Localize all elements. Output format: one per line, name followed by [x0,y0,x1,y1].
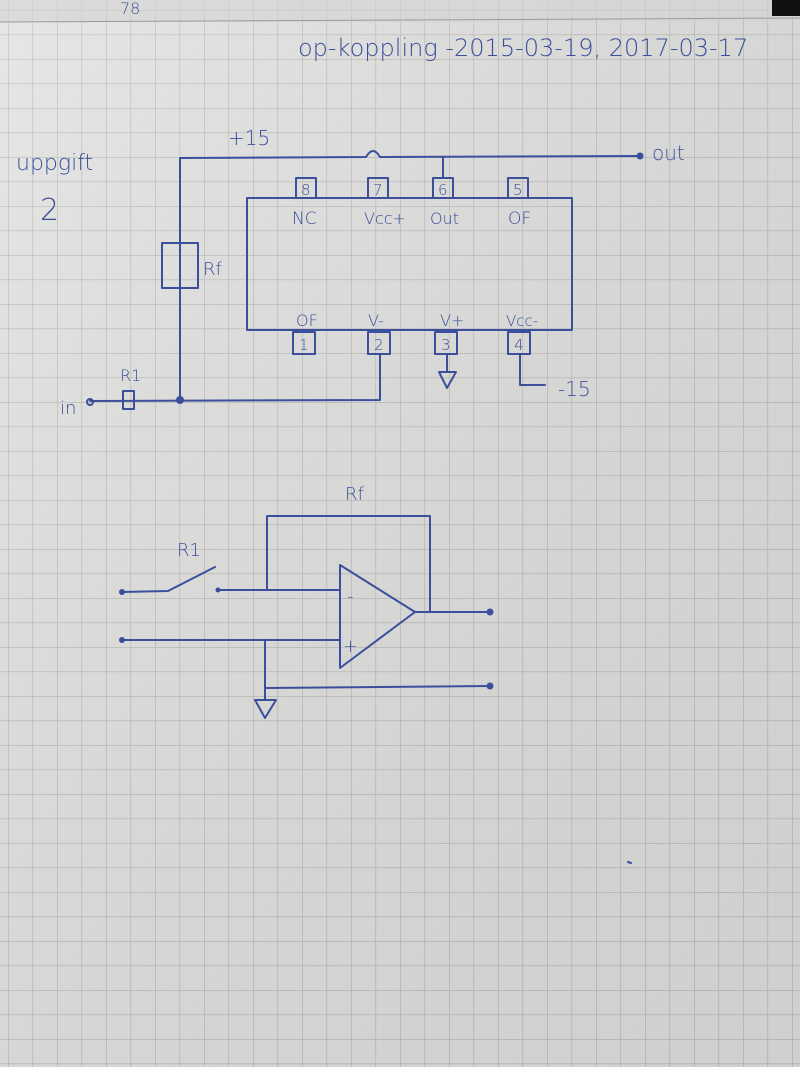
rf-label: Rf [203,259,223,280]
pin-name: OF [296,311,318,330]
pin-name: Vcc+ [364,209,406,228]
ic-pinout-diagram: +15 out 8 NC 7 Vcc+ 6 Out 5 OF OF 1 V- 2 [60,126,685,419]
ground-icon [438,354,457,389]
bottom-pins: OF 1 V- 2 V+ 3 Vcc- 4 [292,311,538,355]
ic-body [246,197,573,331]
pin-name: Out [430,209,459,228]
pin-name: OF [508,209,531,229]
pin-number: 7 [373,181,383,199]
input-label: in [60,398,76,419]
ground-icon [254,639,277,719]
pin-6 [432,177,454,199]
pin-number: 3 [441,336,451,354]
feedback-wire [266,515,431,613]
pin-number: 4 [514,336,524,354]
pen-mark [627,861,632,864]
output-terminal [486,608,494,616]
minus-sign: - [347,586,354,607]
output-label: out [652,141,685,165]
opamp-triangle [339,564,416,669]
pin-name: V+ [440,311,464,330]
pin-3 [434,331,458,355]
rf-resistor [161,242,199,289]
input-wire [89,354,381,402]
page-number: 78 [120,0,140,18]
ground-wire [264,685,491,689]
pin-number: 1 [299,336,309,354]
pin-number: 8 [301,181,311,199]
opamp-schematic: Rf R1 - + [119,484,632,864]
top-wire [179,150,641,401]
plus-sign: + [343,636,358,657]
r1-resistor [122,390,135,410]
r1-label: R1 [120,366,141,385]
switch [121,566,216,593]
task-number: 2 [40,193,59,228]
task-label: uppgift [16,151,93,176]
output-terminal [636,152,644,160]
negative-supply-wire [519,354,546,386]
pin-1 [292,331,316,355]
pin-name: V- [368,311,384,330]
pin-8 [295,177,317,199]
schematic-r1-label: R1 [177,540,201,561]
supply-positive-label: +15 [228,126,270,150]
pin-5 [507,177,529,199]
dark-corner [772,0,800,16]
supply-negative-label: -15 [558,377,591,401]
pin-4 [507,331,531,355]
pin-name: NC [292,209,317,229]
ground-terminal [486,682,494,690]
pin-number: 2 [374,336,384,354]
pin-number: 6 [438,181,448,199]
page-under-edge [0,0,800,22]
input-terminal [86,398,94,406]
schematic-rf-label: Rf [345,484,365,505]
page-title: op-koppling -2015-03-19, 2017-03-17 [298,34,748,62]
junction-dot [176,396,184,404]
top-pins: 8 NC 7 Vcc+ 6 Out 5 OF [292,177,531,229]
pin-7 [367,177,389,199]
pin-2 [367,331,391,355]
pin-name: Vcc- [506,312,538,330]
pin-number: 5 [513,181,523,199]
